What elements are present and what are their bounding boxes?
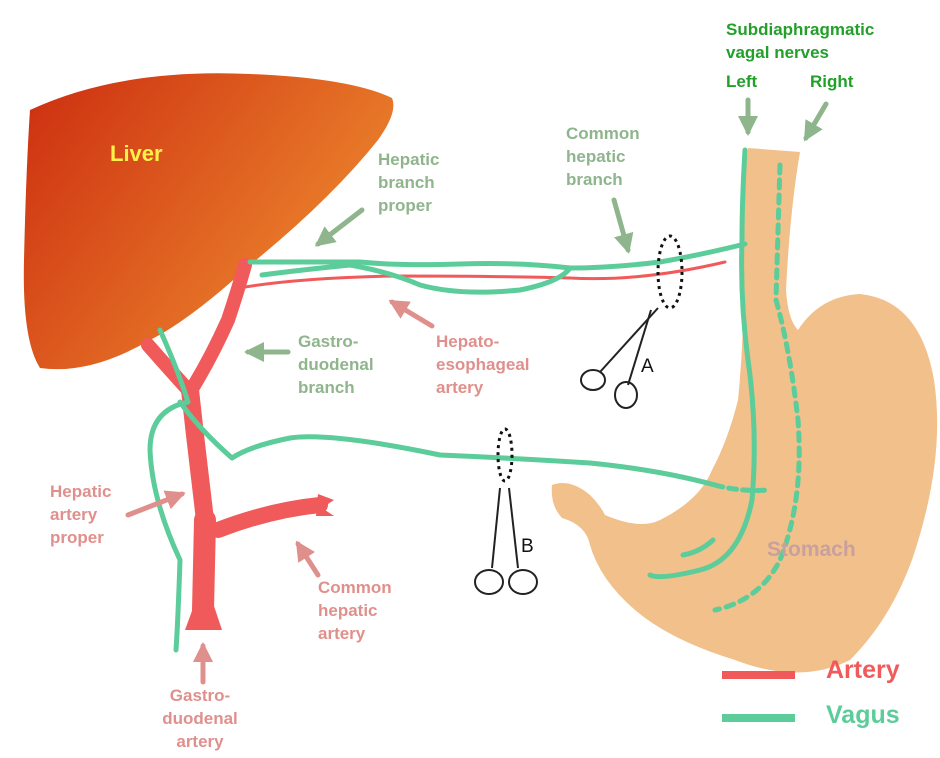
common-hepatic-branch-nerve <box>250 244 745 268</box>
arrow-right-vagal <box>806 104 826 138</box>
common-hepatic-artery-label: Common hepatic artery <box>318 576 392 645</box>
legend-artery-label: Artery <box>826 659 900 682</box>
arrow-common-hepatic-artery <box>298 544 318 575</box>
common-hepatic-artery-vessel <box>218 505 320 530</box>
artery-trunk-junction <box>185 600 222 630</box>
gastroduodenal-branch-label: Gastro- duodenal branch <box>298 330 374 399</box>
gastroduodenal-branch-nerve <box>180 402 715 485</box>
arrow-hepatoesophageal <box>392 302 432 326</box>
artery-split-end <box>316 494 334 516</box>
hepatoesophageal-artery-label: Hepato- esophageal artery <box>436 330 530 399</box>
left-label: Left <box>726 70 757 93</box>
scissors-b-letter: B <box>521 536 534 558</box>
legend-vagus-label: Vagus <box>826 704 900 727</box>
gastroduodenal-artery-label: Gastro- duodenal artery <box>150 684 250 753</box>
arrow-hepatic-branch-proper <box>318 210 362 244</box>
stomach-label: Stomach <box>767 538 856 561</box>
right-label: Right <box>810 70 853 93</box>
scissors-a-letter: A <box>641 356 654 378</box>
gastroduodenal-artery-vessel <box>203 520 205 610</box>
hepatic-artery-proper-label: Hepatic artery proper <box>50 480 111 549</box>
ligature-b <box>498 429 512 481</box>
common-hepatic-branch-label: Common hepatic branch <box>566 122 640 191</box>
arrow-common-hepatic-branch <box>614 200 628 250</box>
subdiaphragmatic-label: Subdiaphragmatic vagal nerves <box>726 18 874 64</box>
liver-shape <box>24 73 394 369</box>
liver-label: Liver <box>110 142 163 165</box>
hepatic-artery-proper-vessel <box>190 390 205 520</box>
hepatic-branch-proper-label: Hepatic branch proper <box>378 148 439 217</box>
